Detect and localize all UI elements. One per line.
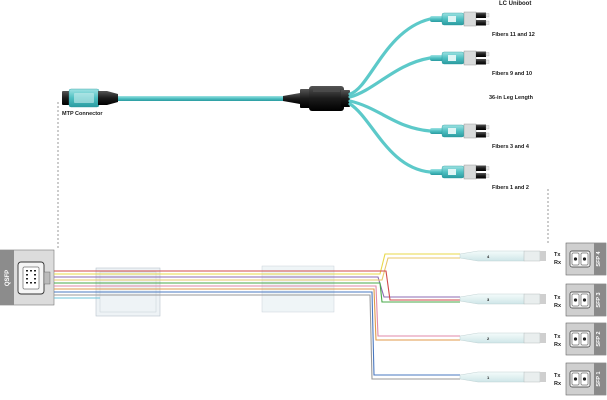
qsfp-label: QSFP <box>5 270 11 286</box>
breakout-tube <box>459 250 547 383</box>
tx-label: Tx <box>554 373 561 379</box>
sfp-2-label: SFP 2 <box>596 331 602 346</box>
breakout-number: 4 <box>487 254 490 259</box>
rx-label: Rx <box>554 381 562 387</box>
tx-label: Tx <box>554 252 561 258</box>
tx-rx-labels: Tx Rx Tx Rx Tx Rx Tx Rx <box>554 252 562 387</box>
tx-label: Tx <box>554 334 561 340</box>
leader-lines <box>57 102 549 250</box>
fiber-bundle <box>54 253 460 380</box>
sfp-1-label: SFP 1 <box>596 371 602 386</box>
fibers-11-12-label: Fibers 11 and 12 <box>492 32 535 38</box>
mtp-trunk-cable <box>115 96 285 101</box>
qsfp-transceiver-icon <box>0 249 55 306</box>
rx-label: Rx <box>554 260 562 266</box>
mtp-connector-label: MTP Connector <box>62 111 103 117</box>
sfp-3-label: SFP 3 <box>596 292 602 307</box>
tx-label: Tx <box>554 295 561 301</box>
breakout-number: 1 <box>487 375 490 380</box>
sfp-4-label: SFP 4 <box>596 250 602 266</box>
leg-length-label: 36-in Leg Length <box>489 95 534 101</box>
fibers-1-2-label: Fibers 1 and 2 <box>492 185 529 191</box>
breakout-number: 2 <box>487 336 490 341</box>
rx-label: Rx <box>554 303 562 309</box>
lc-uniboot-label: LC Uniboot <box>499 1 531 7</box>
mtp-connector-icon <box>62 88 118 108</box>
rx-label: Rx <box>554 342 562 348</box>
breakout-number: 3 <box>487 297 490 302</box>
fiber-legs <box>348 17 432 174</box>
fibers-3-4-label: Fibers 3 and 4 <box>492 144 530 150</box>
lc-uniboot-connector-icon <box>429 11 490 180</box>
fanout-housing-icon <box>283 86 350 111</box>
fibers-9-10-label: Fibers 9 and 10 <box>492 71 532 77</box>
